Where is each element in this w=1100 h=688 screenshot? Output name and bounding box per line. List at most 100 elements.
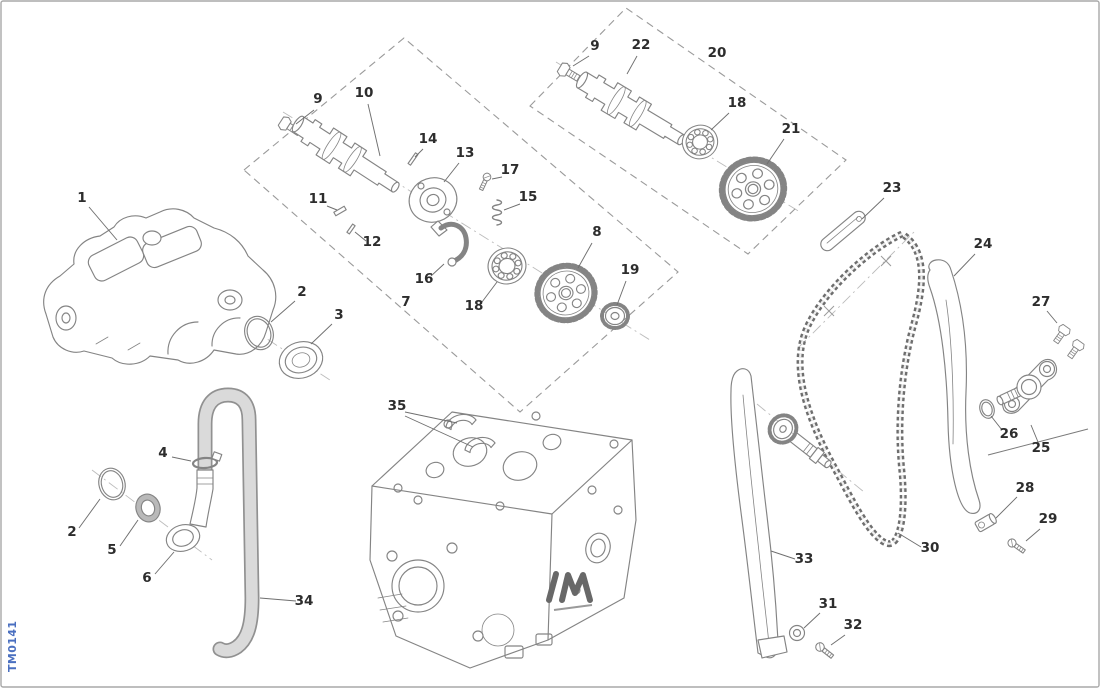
callout-13: 13: [456, 145, 475, 161]
oil-seal: [135, 493, 161, 523]
camshaft-bearing-exhaust: [678, 120, 722, 164]
elbow-oring: [98, 467, 126, 501]
callout-15: 15: [519, 189, 538, 205]
leader-line-6: [154, 551, 175, 575]
leader-line-25: [1030, 424, 1039, 443]
callout-14: 14: [419, 131, 438, 147]
callout-9: 9: [590, 38, 599, 54]
leader-line-2: [270, 300, 296, 323]
valve-cover-part: [43, 208, 277, 365]
leader-line-17: [491, 176, 503, 180]
tensioner-pad: [820, 210, 866, 252]
callout-35: 35: [388, 398, 407, 414]
dowel-pin-12: [346, 223, 356, 235]
elbow-fitting: [165, 469, 214, 553]
diagram-code: TM0141: [6, 621, 19, 672]
leader-line-28: [995, 496, 1018, 519]
leader-line-32: [830, 634, 846, 646]
leader-line-5: [119, 519, 139, 547]
callout-10: 10: [355, 85, 374, 101]
cover-oring: [244, 315, 274, 351]
camshaft-bearing-intake: [483, 243, 531, 289]
leader-line-11: [326, 205, 338, 211]
callout-8: 8: [592, 224, 601, 240]
leader-line-31: [803, 612, 821, 629]
dowel-pin-11: [333, 205, 347, 217]
leader-line-9: [572, 55, 590, 67]
callout-2: 2: [297, 284, 306, 300]
callout-18: 18: [465, 298, 484, 314]
callout-4: 4: [158, 445, 167, 461]
callout-25: 25: [1032, 440, 1051, 456]
callout-27: 27: [1032, 294, 1051, 310]
leader-line-2: [78, 498, 101, 529]
camshaft-group-intake-boundary: [243, 37, 679, 413]
leader-line-14: [414, 148, 424, 158]
leader-line-35: [404, 415, 474, 448]
leader-line-24: [953, 253, 976, 277]
tensioner-screw: [1005, 536, 1028, 556]
callout-29: 29: [1039, 511, 1058, 527]
leader-line-30: [897, 532, 922, 548]
intake-camshaft: [285, 108, 407, 203]
hose-clamp: [191, 451, 223, 470]
callout-3: 3: [334, 307, 343, 323]
callout-11: 11: [309, 191, 328, 207]
callout-18: 18: [728, 95, 747, 111]
callout-21: 21: [782, 121, 801, 137]
leader-line-3: [310, 323, 333, 345]
callout-5: 5: [107, 542, 116, 558]
cylinder-head-part: [369, 411, 637, 669]
leader-line-13: [443, 162, 460, 183]
chain-drive-shaft: [767, 413, 832, 469]
leader-line-35: [404, 411, 458, 424]
callout-7: 7: [401, 294, 410, 310]
chain-guide-front: [927, 259, 981, 514]
callout-24: 24: [974, 236, 993, 252]
leader-line-33: [770, 550, 796, 560]
exhaust-camshaft: [570, 63, 693, 156]
leader-line-1: [88, 206, 118, 241]
tensioner-bolts: [1050, 322, 1087, 362]
callout-34: 34: [295, 593, 314, 609]
leader-line-23: [861, 197, 885, 220]
timing-chain: [796, 230, 925, 548]
callout-17: 17: [501, 162, 520, 178]
callout-33: 33: [795, 551, 814, 567]
callout-28: 28: [1016, 480, 1035, 496]
leader-line-8: [577, 242, 593, 269]
leader-lines: [78, 55, 1058, 646]
decompressor-spring: [491, 199, 503, 226]
tensioner-plug: [974, 513, 997, 533]
leader-line-18: [710, 112, 730, 131]
guide-washer: [788, 624, 806, 642]
brand-logo-embossed: [546, 571, 593, 611]
leader-line-27: [1046, 310, 1058, 324]
callout-6: 6: [142, 570, 151, 586]
callout-16: 16: [415, 271, 434, 287]
leader-line-22: [626, 55, 638, 75]
alignment-cross-marks: [823, 255, 892, 317]
decompressor-plate: [408, 177, 458, 237]
decompressor-lever: [438, 221, 469, 267]
callout-31: 31: [819, 596, 838, 612]
callout-12: 12: [363, 234, 382, 250]
callout-32: 32: [844, 617, 863, 633]
callout-22: 22: [632, 37, 651, 53]
leader-line-10: [367, 103, 381, 157]
leader-line-16: [430, 263, 445, 277]
cam-sprocket-exhaust: [715, 152, 791, 225]
leader-line-34: [259, 597, 297, 602]
callout-30: 30: [921, 540, 940, 556]
callout-23: 23: [883, 180, 902, 196]
leader-line-12: [354, 231, 367, 242]
tensioner-oring: [979, 399, 995, 419]
cover-cap: [278, 341, 324, 379]
leader-line-15: [503, 203, 521, 211]
bearing-shells: [445, 413, 496, 454]
group-boundaries: [243, 7, 847, 413]
camshaft-group-exhaust-boundary: [529, 7, 847, 255]
